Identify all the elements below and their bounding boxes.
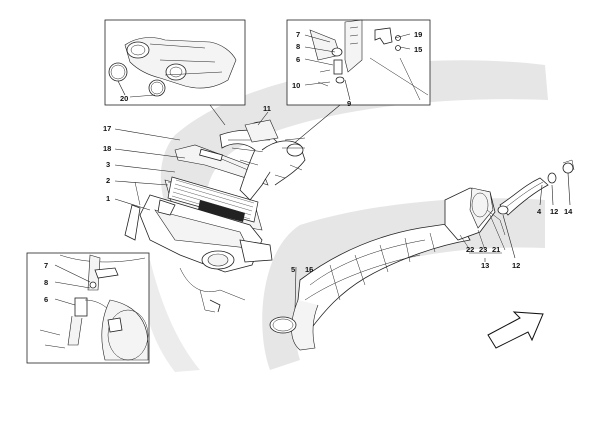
callout-4: 4 — [537, 207, 542, 216]
callout-6-top: 6 — [296, 55, 300, 64]
callout-23: 23 — [479, 245, 487, 254]
callout-12-upper: 12 — [550, 207, 558, 216]
callout-19: 19 — [414, 30, 422, 39]
callout-13: 13 — [481, 261, 489, 270]
callout-10: 10 — [292, 81, 300, 90]
detail-callout-7: 7 — [44, 261, 48, 270]
breather-hose — [497, 159, 575, 259]
direction-arrow-icon — [487, 311, 544, 349]
callout-1: 1 — [106, 194, 110, 203]
detail-callout-8: 8 — [44, 278, 48, 287]
callout-5: 5 — [291, 265, 295, 274]
air-filter-element — [167, 176, 259, 223]
callout-8-top: 8 — [296, 42, 300, 51]
airbox-assembly — [124, 176, 273, 313]
callout-3: 3 — [106, 160, 110, 169]
callout-17: 17 — [103, 124, 111, 133]
callout-21: 21 — [492, 245, 500, 254]
callout-22: 22 — [466, 245, 474, 254]
inset-manifold — [104, 19, 246, 126]
detail-callout-6: 6 — [44, 295, 48, 304]
background-swoosh — [140, 60, 549, 372]
callout-14: 14 — [564, 207, 573, 216]
inlet-fitting — [444, 187, 506, 262]
callout-11: 11 — [263, 104, 271, 113]
callout-2: 2 — [106, 176, 110, 185]
callout-7-top: 7 — [296, 30, 300, 39]
intake-hose-lower — [269, 221, 471, 351]
callout-15: 15 — [414, 45, 422, 54]
leader-lines-main — [114, 111, 311, 311]
inset-sensor-detail — [279, 19, 431, 156]
callout-20: 20 — [120, 94, 128, 103]
callout-18: 18 — [103, 144, 111, 153]
callout-12-lower: 12 — [512, 261, 520, 270]
callout-16: 16 — [305, 265, 313, 274]
inset-bracket-detail — [26, 252, 150, 364]
callout-9: 9 — [347, 99, 351, 108]
intake-duct-upper — [219, 119, 306, 201]
